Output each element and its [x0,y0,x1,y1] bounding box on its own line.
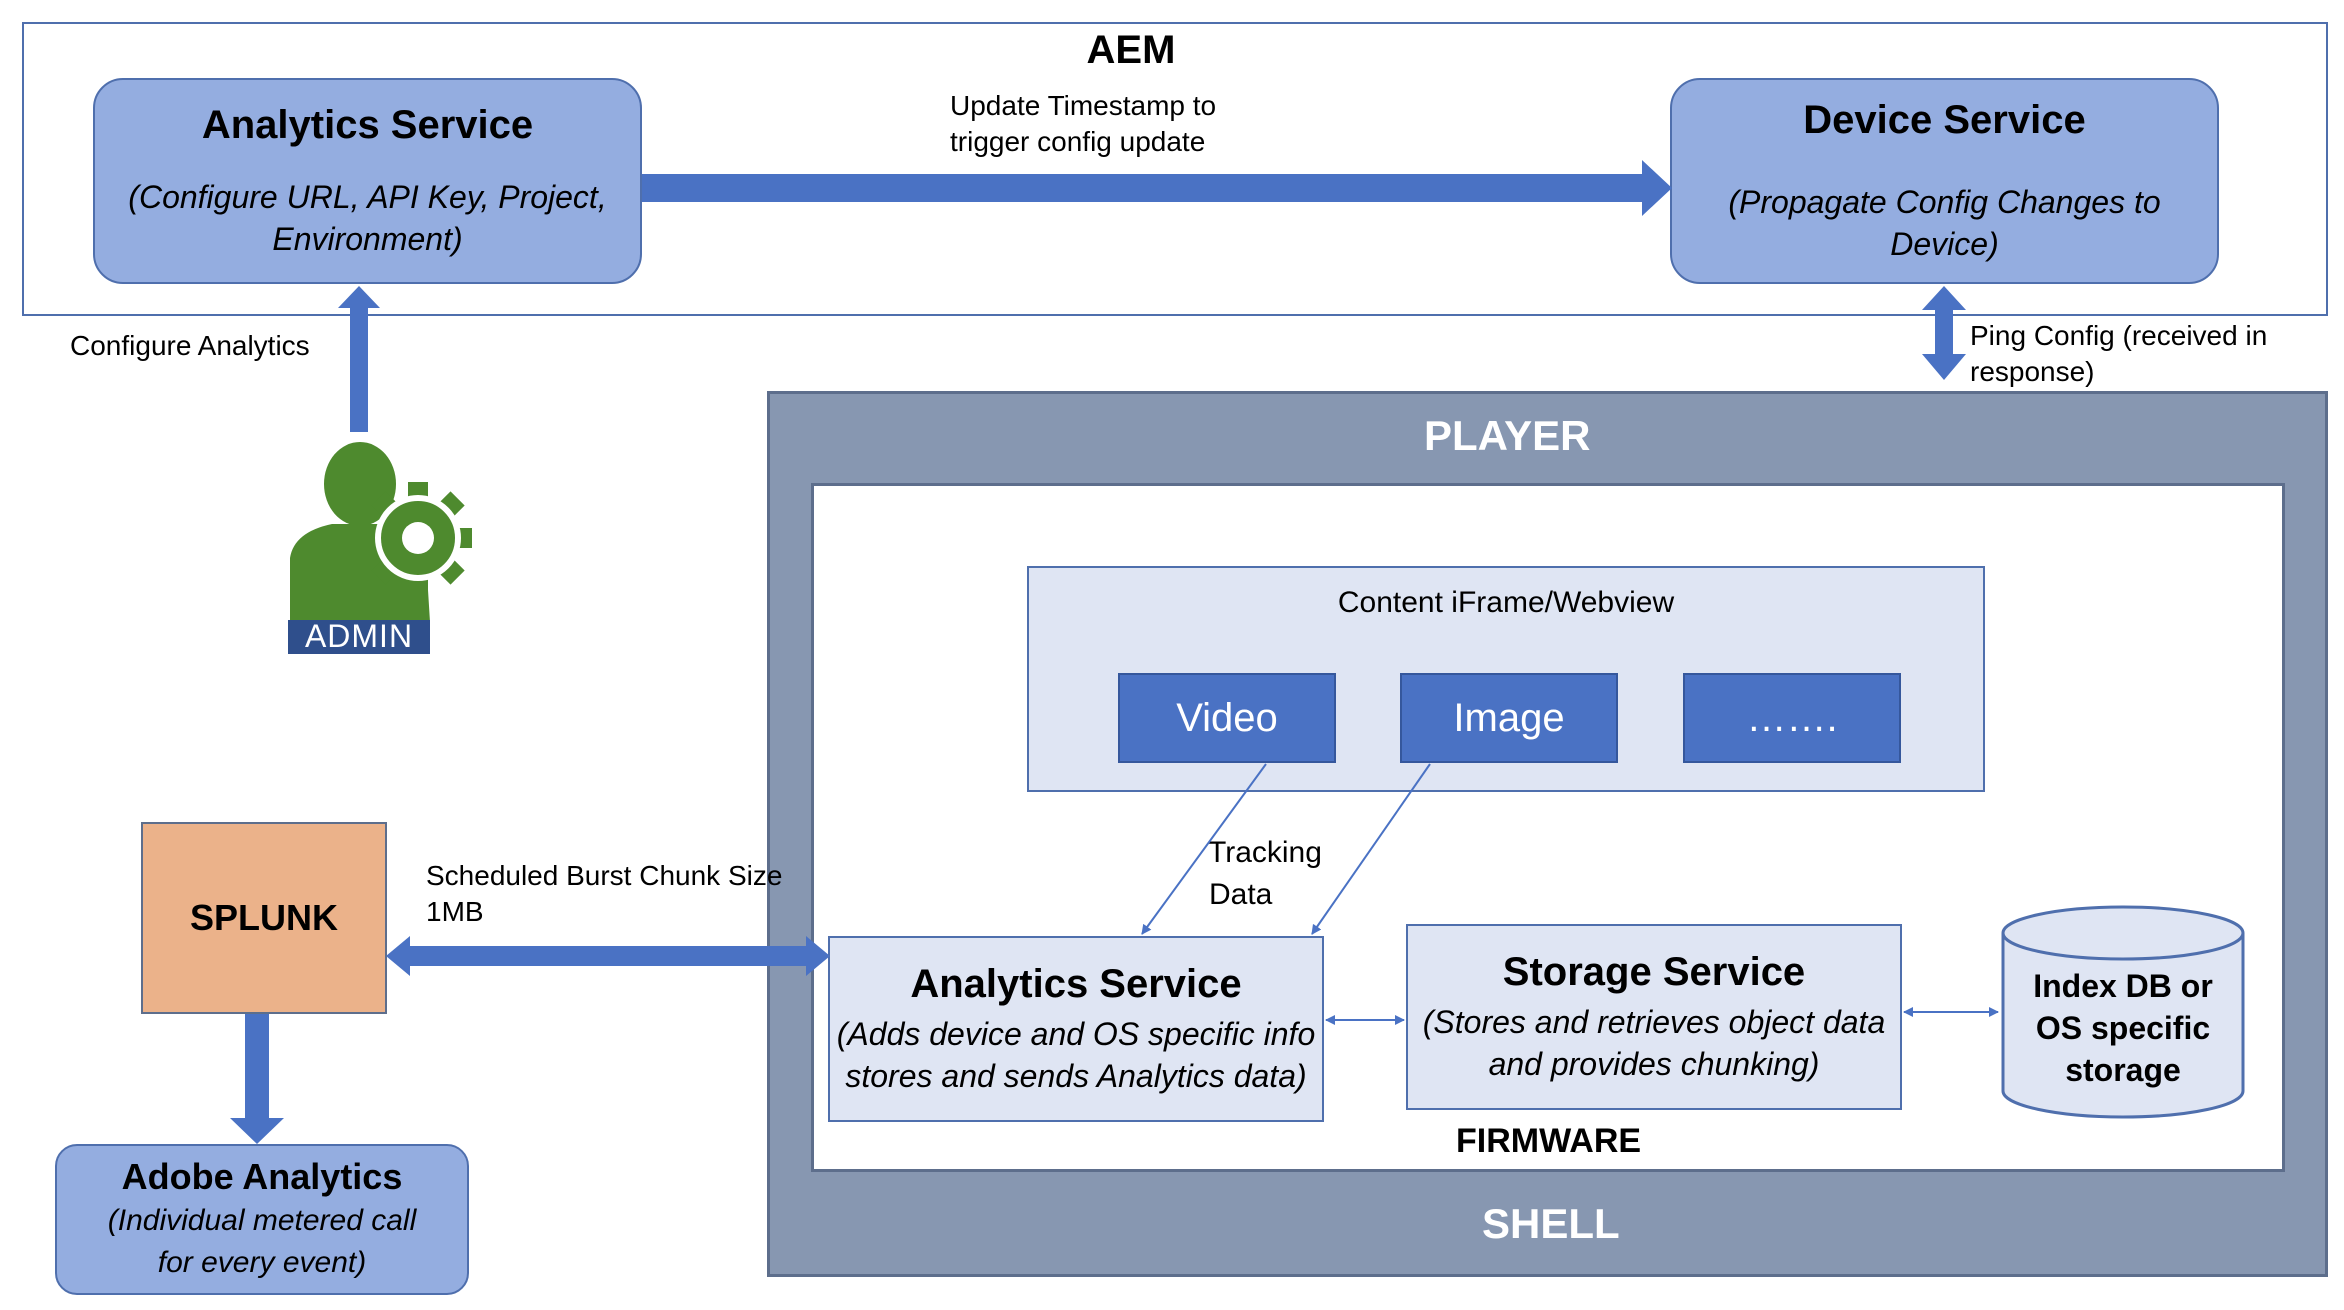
image-tracking-line [1311,763,1431,935]
configure-analytics-label: Configure Analytics [70,330,310,361]
update-timestamp-label-1: Update Timestamp to [950,90,1217,121]
content-iframe-title: Content iFrame/Webview [1337,586,1675,619]
player-title: PLAYER [1424,412,1591,459]
device-service-desc-1: (Propagate Config Changes to [1728,183,2161,220]
aem-analytics-service-desc-1: (Configure URL, API Key, Project, [128,178,607,215]
adobe-analytics-box[interactable]: Adobe Analytics (Individual metered call… [55,1144,469,1295]
splunk-box[interactable]: SPLUNK [141,822,387,1014]
storage-service-title: Storage Service [1502,949,1806,994]
burst-chunk-arrow [386,936,830,976]
index-db-label-2: OS specific [2035,1010,2211,1046]
device-service-box[interactable]: Device Service (Propagate Config Changes… [1670,78,2219,284]
admin-icon[interactable]: ADMIN [288,440,474,654]
index-db-label-3: storage [2065,1052,2181,1088]
ping-config-label-2: response) [1970,356,2095,387]
firmware-label: FIRMWARE [1456,1122,1642,1160]
player-analytics-service-box[interactable]: Analytics Service (Adds device and OS sp… [828,936,1324,1122]
splunk-to-adobe-arrow [230,1014,284,1144]
tracking-label-2: Data [1209,878,1273,911]
more-items[interactable]: ……. [1683,673,1901,763]
burst-chunk-label-1: Scheduled Burst Chunk Size [426,860,783,891]
database-cylinder-icon [2001,905,2245,1119]
ping-config-arrow [1922,286,1966,380]
adobe-analytics-title: Adobe Analytics [121,1155,403,1197]
device-service-title: Device Service [1803,97,2086,142]
ping-config-label-1: Ping Config (received in [1970,320,2268,351]
update-config-arrow [642,160,1672,216]
video-item[interactable]: Video [1118,673,1336,763]
update-timestamp-label-2: trigger config update [950,126,1206,157]
admin-label: ADMIN [304,618,414,654]
index-db-storage[interactable]: Index DB or OS specific storage [2000,905,2246,1121]
aem-analytics-service-desc-2: Environment) [272,220,463,257]
aem-analytics-service-box[interactable]: Analytics Service (Configure URL, API Ke… [93,78,642,284]
player-analytics-service-desc-2: stores and sends Analytics data) [845,1057,1307,1094]
shell-label: SHELL [1482,1200,1620,1247]
player-analytics-service-desc-1: (Adds device and OS specific info [836,1015,1316,1052]
aem-analytics-service-title: Analytics Service [201,102,534,147]
admin-user-gear-icon [288,442,474,654]
burst-chunk-label-2: 1MB [426,896,484,927]
index-db-label-1: Index DB or [2033,968,2213,1004]
storage-service-desc-2: and provides chunking) [1488,1045,1820,1082]
configure-analytics-arrow [338,286,380,432]
video-tracking-line [1141,763,1267,935]
tracking-label-1: Tracking [1208,836,1322,869]
player-analytics-service-title: Analytics Service [910,961,1242,1006]
storage-service-desc-1: (Stores and retrieves object data [1422,1003,1886,1040]
storage-service-box[interactable]: Storage Service (Stores and retrieves ob… [1406,924,1902,1110]
device-service-desc-2: Device) [1890,225,1999,262]
adobe-analytics-desc-2: for every event) [157,1245,367,1279]
image-item[interactable]: Image [1400,673,1618,763]
aem-title: AEM [1086,28,1176,72]
adobe-analytics-desc-1: (Individual metered call [107,1203,417,1237]
